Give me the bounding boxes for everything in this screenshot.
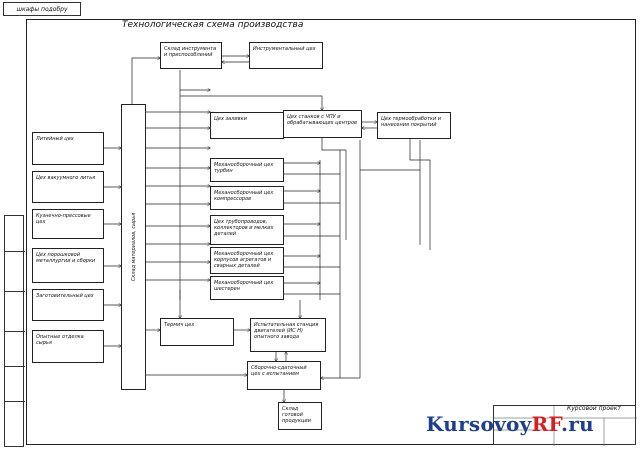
- box-tools-store: Склад инструмента и приспособлений: [160, 42, 222, 69]
- watermark: KursovoyRF.ru: [426, 412, 594, 436]
- box-label: Цех трубопроводов, коллекторов и мелких …: [214, 219, 274, 237]
- box-mech-turbines: Механосборочный цех турбин: [210, 158, 284, 182]
- flow-line: [321, 138, 347, 240]
- box-thermo: Цех термообработки и нанесения покрытий: [377, 112, 451, 139]
- warehouse-label: Склад материалов, сырья: [130, 212, 137, 282]
- margin-cell: [5, 331, 25, 332]
- box-rubber: Термич цех: [160, 318, 234, 346]
- watermark-main: Kursovoy: [426, 412, 532, 436]
- box-label: Цех станков с ЧПУ и обрабатывающих центр…: [287, 114, 357, 126]
- box-finished-store: Склад готовой продукции: [278, 402, 322, 430]
- box-label: Цех термообработки и нанесения покрытий: [381, 116, 442, 128]
- box-blanks: Заготовительный цех: [32, 289, 104, 321]
- box-label: Цех порошковой металлургии и сборки: [36, 252, 96, 264]
- box-test-station: Испытательная станция двигателей (ИС Н) …: [250, 318, 326, 352]
- box-label: Испытательная станция двигателей (ИС Н) …: [254, 322, 319, 340]
- title-block-grid: [494, 406, 637, 446]
- box-label: Инструментальный цех: [253, 46, 316, 52]
- margin-cell: [5, 401, 25, 402]
- box-tool-shop: Инструментальный цех: [249, 42, 323, 69]
- box-label: Термич цех: [164, 322, 195, 328]
- box-label: Склад инструмента и приспособлений: [164, 46, 217, 58]
- box-foundry: Литейный цех: [32, 132, 104, 165]
- arrow-to-toolstore: [131, 58, 160, 104]
- box-label: Механосборочный цех корпусов агрегатов и…: [214, 251, 274, 269]
- left-margin-column: [4, 215, 25, 447]
- box-label: Литейный цех: [36, 136, 74, 142]
- box-forge: Кузнечно-прессовые цех: [32, 209, 104, 239]
- box-label: Заготовительный цех: [36, 293, 94, 299]
- box-powder: Цех порошковой металлургии и сборки: [32, 248, 104, 283]
- arrow-to-chpu: [180, 95, 322, 110]
- box-vacuum-cast: Цех вакуумного литья: [32, 171, 104, 203]
- box-plating: Опытные отделка сырья: [32, 330, 104, 363]
- margin-cell: [5, 366, 25, 367]
- box-label: Механосборочный цех турбин: [214, 162, 274, 174]
- box-label: Механосборочный цех компрессоров: [214, 190, 274, 202]
- box-label: Цех заливки: [214, 116, 247, 122]
- box-mech-housings: Механосборочный цех корпусов агрегатов и…: [210, 247, 284, 274]
- watermark-suffix: .ru: [561, 412, 594, 436]
- box-mech-gears: Механосборочный цех шестерен: [210, 276, 284, 300]
- title-block-project: Курсовой проект: [567, 405, 621, 412]
- box-label: Склад готовой продукции: [282, 406, 311, 424]
- box-chpu: Цех станков с ЧПУ и обрабатывающих центр…: [283, 110, 362, 138]
- diagram-title: Технологическая схема производства: [122, 20, 304, 30]
- box-label: Механосборочный цех шестерен: [214, 280, 274, 292]
- box-assembly: Сборочно-сдаточный цех с испытанием: [247, 361, 321, 390]
- corner-stamp: шкафы подобру: [3, 2, 81, 16]
- drawing-frame: [26, 19, 636, 445]
- box-label: Сборочно-сдаточный цех с испытанием: [251, 365, 307, 377]
- watermark-accent: RF: [531, 412, 562, 436]
- warehouse-column: Склад материалов, сырья: [121, 104, 146, 390]
- box-label: Кузнечно-прессовые цех: [36, 213, 91, 225]
- box-label: Опытные отделка сырья: [36, 334, 84, 346]
- box-heat-treat: Цех заливки: [210, 112, 284, 139]
- margin-cell: [5, 251, 25, 252]
- box-mech-compressors: Механосборочный цех компрессоров: [210, 186, 284, 210]
- title-block: [493, 405, 637, 446]
- box-label: Цех вакуумного литья: [36, 175, 96, 181]
- margin-cell: [5, 291, 25, 292]
- box-pipeline: Цех трубопроводов, коллекторов и мелких …: [210, 215, 284, 245]
